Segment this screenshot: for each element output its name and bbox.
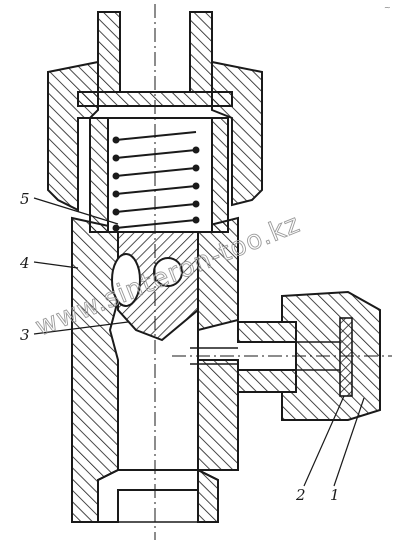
spring xyxy=(107,117,213,233)
leader-lines xyxy=(33,197,365,487)
body-lower-right-block xyxy=(197,359,239,471)
corner-mark: ~ xyxy=(384,3,391,12)
seal-ring xyxy=(339,317,353,397)
callout-1: 1 xyxy=(330,486,340,504)
leader-2 xyxy=(303,395,345,487)
bore-lines xyxy=(98,12,340,523)
center-lines xyxy=(154,4,392,540)
leader-5 xyxy=(33,197,119,225)
upper-tube-left-wall xyxy=(97,11,121,93)
callout-3: 3 xyxy=(20,326,30,344)
callout-5: 5 xyxy=(20,190,30,208)
side-nipple-top xyxy=(237,321,297,343)
leader-1 xyxy=(333,397,365,487)
spring-wire-dots xyxy=(112,136,200,232)
spring-chamber-right-wall xyxy=(211,117,229,233)
leader-4 xyxy=(33,261,79,269)
upper-tube-right-wall xyxy=(189,11,213,93)
valve-ball xyxy=(111,253,183,307)
spring-chamber-left-wall xyxy=(89,117,109,233)
callout-2: 2 xyxy=(295,486,306,504)
side-nipple-bottom xyxy=(237,369,297,393)
body-left-wall xyxy=(71,216,119,523)
spring-coils xyxy=(115,131,197,229)
leader-3 xyxy=(33,321,129,335)
callout-4: 4 xyxy=(19,254,30,272)
body-section xyxy=(47,11,381,523)
